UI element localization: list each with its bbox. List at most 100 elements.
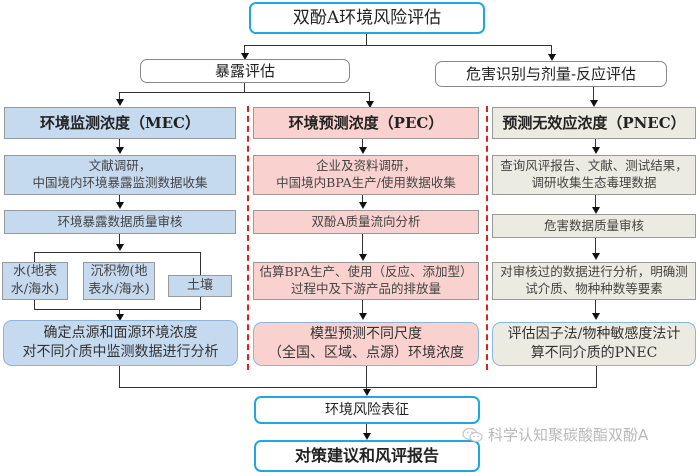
pnec-step-2: 危害数据质量审核	[492, 214, 696, 238]
connector	[362, 300, 363, 314]
exposure-assessment-box: 暴露评估	[140, 59, 350, 83]
connector	[119, 387, 597, 388]
mec-header-text: 环境监测浓度（MEC）	[40, 113, 200, 132]
media-sediment-text: 沉积物(地 表水/海水)	[88, 264, 150, 297]
mec-step-2-text: 环境暴露数据质量审核	[57, 213, 183, 229]
pec-result-text: 模型预测不同尺度 （全国、区域、点源）环境浓度	[268, 326, 464, 361]
connector	[119, 234, 120, 245]
mec-result-text: 确定点源和面源环境浓度 对不同介质中监测数据进行分析	[22, 325, 219, 360]
watermark: 科学认知聚碳酸酯双酚A	[462, 424, 648, 445]
pnec-result-text: 评估因子法/物种敏感度法计 算不同介质的PNEC	[507, 326, 681, 361]
report-text: 对策建议和风评报告	[294, 446, 439, 466]
risk-characterization-text: 环境风险表征	[325, 401, 409, 418]
connector	[244, 45, 552, 46]
connector	[119, 92, 370, 93]
arrow-icon	[592, 313, 600, 320]
connector	[596, 366, 597, 388]
arrow-icon	[116, 147, 124, 154]
connector	[366, 387, 367, 390]
pnec-header: 预测无效应浓度（PNEC）	[492, 107, 696, 139]
mec-step-1-text: 文献调研， 中国境内环境暴露监测数据收集	[32, 158, 208, 190]
media-sediment: 沉积物(地 表水/海水)	[83, 262, 155, 300]
hazard-assessment-label: 危害识别与剂量-反应评估	[465, 64, 637, 83]
pnec-step-3: 对审核过的数据进行分析，明确测 试介质、物种种数等要素	[492, 262, 696, 300]
connector	[34, 252, 201, 253]
arrow-icon	[590, 100, 598, 107]
mec-header: 环境监测浓度（MEC）	[4, 107, 236, 139]
connector	[119, 309, 120, 315]
watermark-text: 科学认知聚碳酸酯双酚A	[488, 426, 649, 444]
mec-step-2: 环境暴露数据质量审核	[4, 210, 236, 234]
arrow-icon	[366, 101, 374, 108]
pec-step-1-text: 企业及资料调研， 中国境内BPA生产/使用数据收集	[276, 158, 456, 190]
connector	[119, 92, 120, 100]
hazard-assessment-box: 危害识别与剂量-反应评估	[435, 61, 667, 87]
pnec-step-1-text: 查询风评报告、文献、测试结果， 调研收集生态毒理数据	[500, 158, 688, 190]
arrow-icon	[116, 314, 124, 321]
connector	[244, 45, 245, 54]
connector	[595, 195, 596, 211]
pnec-result: 评估因子法/物种敏感度法计 算不同介质的PNEC	[492, 322, 696, 366]
connector	[595, 238, 596, 254]
pnec-step-1: 查询风评报告、文献、测试结果， 调研收集生态毒理数据	[492, 155, 696, 195]
pnec-header-text: 预测无效应浓度（PNEC）	[502, 113, 686, 132]
connector	[593, 87, 594, 100]
connector	[119, 139, 120, 148]
arrow-icon	[359, 254, 367, 261]
connector	[119, 195, 120, 203]
media-water: 水(地表 水/海水)	[2, 262, 68, 300]
connector	[595, 300, 596, 314]
pec-step-3-text: 估算BPA生产、使用（反应、添加型） 过程中及下游产品的排放量	[259, 264, 473, 296]
pec-step-1: 企业及资料调研， 中国境内BPA生产/使用数据收集	[253, 155, 479, 195]
mec-result: 确定点源和面源环境浓度 对不同介质中监测数据进行分析	[3, 320, 238, 366]
arrow-icon	[592, 253, 600, 260]
connector	[200, 297, 201, 310]
connector	[551, 45, 552, 55]
connector	[369, 92, 370, 102]
pec-header-text: 环境预测浓度（PEC）	[288, 113, 444, 132]
column-divider	[486, 106, 488, 370]
arrow-icon	[241, 53, 249, 60]
connector	[34, 309, 201, 310]
pec-step-3: 估算BPA生产、使用（反应、添加型） 过程中及下游产品的排放量	[253, 262, 479, 300]
report-box: 对策建议和风评报告	[254, 440, 480, 472]
arrow-icon	[116, 244, 124, 251]
pec-step-2-text: 双酚A质量流向分析	[311, 213, 421, 229]
arrow-icon	[592, 147, 600, 154]
arrow-icon	[359, 313, 367, 320]
arrow-icon	[116, 99, 124, 106]
arrow-icon	[359, 202, 367, 209]
title-box: 双酚A环境风险评估	[249, 2, 485, 34]
arrow-icon	[359, 147, 367, 154]
title-text: 双酚A环境风险评估	[292, 7, 442, 28]
pnec-step-2-text: 危害数据质量审核	[543, 217, 644, 233]
mec-step-1: 文献调研， 中国境内环境暴露监测数据收集	[4, 155, 236, 195]
pec-header: 环境预测浓度（PEC）	[253, 107, 479, 139]
connector	[366, 424, 367, 434]
media-soil: 土壤	[168, 275, 232, 297]
pnec-step-3-text: 对审核过的数据进行分析，明确测 试介质、物种种数等要素	[500, 264, 688, 296]
connector	[34, 252, 35, 262]
connector	[244, 83, 245, 92]
connector	[200, 252, 201, 275]
connector	[119, 366, 120, 388]
arrow-icon	[592, 207, 600, 214]
exposure-assessment-label: 暴露评估	[214, 61, 275, 80]
media-water-text: 水(地表 水/海水)	[10, 264, 60, 297]
connector	[366, 366, 367, 388]
pec-step-2: 双酚A质量流向分析	[253, 210, 479, 234]
pec-result: 模型预测不同尺度 （全国、区域、点源）环境浓度	[253, 322, 479, 366]
connector	[366, 34, 367, 46]
arrow-icon	[548, 54, 556, 61]
column-divider	[247, 106, 249, 370]
risk-characterization-box: 环境风险表征	[254, 396, 480, 424]
arrow-icon	[363, 433, 371, 440]
connector	[595, 139, 596, 148]
wechat-icon	[462, 427, 484, 443]
arrow-icon	[363, 389, 371, 396]
connector	[362, 234, 363, 255]
connector	[34, 300, 35, 310]
connector	[362, 139, 363, 148]
arrow-icon	[116, 202, 124, 209]
media-soil-text: 土壤	[186, 278, 213, 294]
